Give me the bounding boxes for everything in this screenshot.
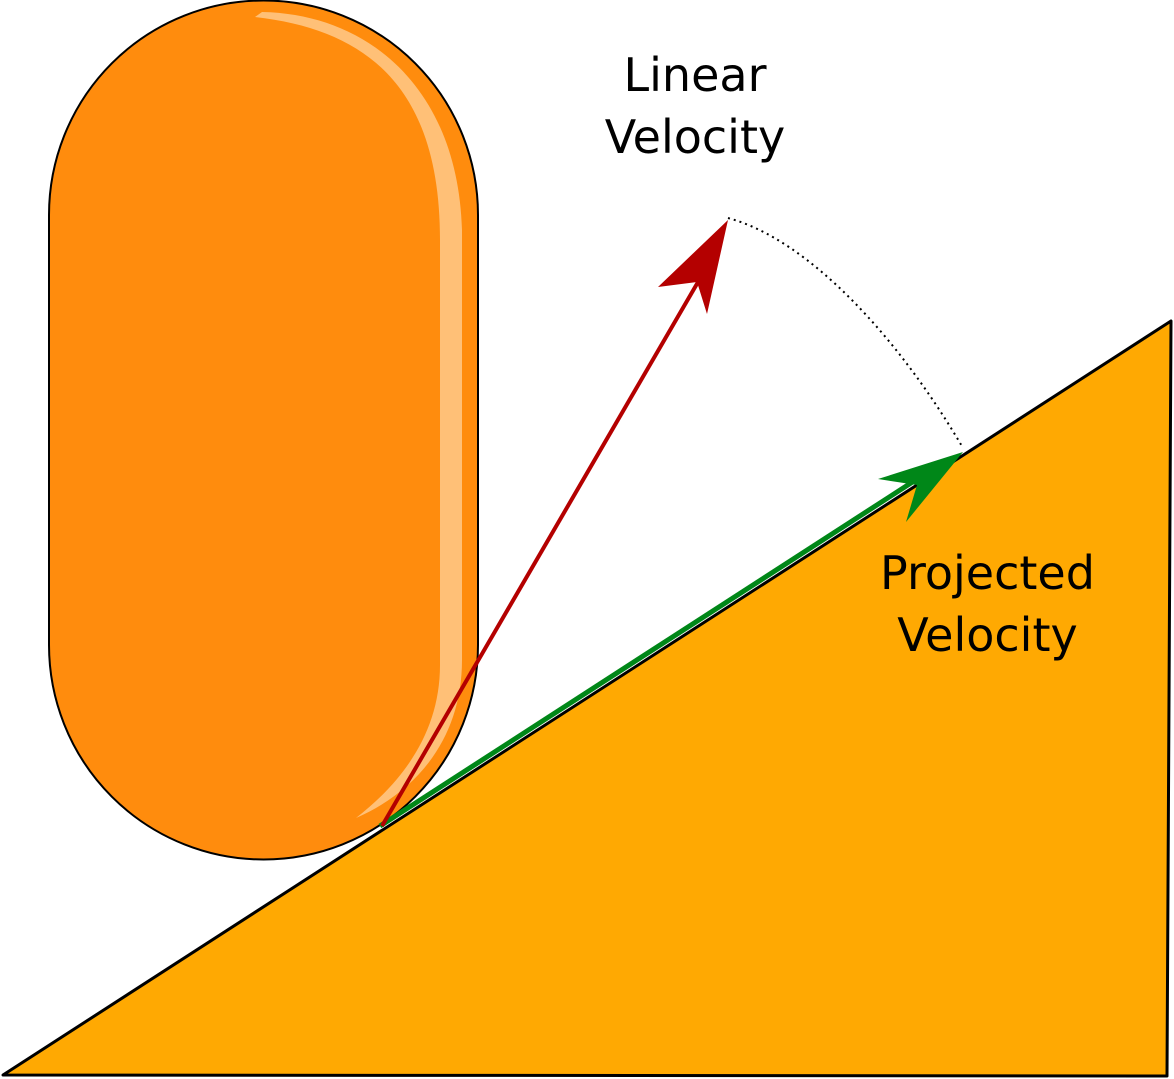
linear-velocity-label-line-1: Linear [623,48,767,102]
capsule-body [48,0,479,861]
projection-arc [727,217,964,449]
linear-velocity-label-line-2: Velocity [604,110,786,164]
projected-velocity-label-line-2: Velocity [897,608,1078,662]
linear-velocity-arrow-shaft [380,268,707,828]
projected-velocity-arrow-shaft [378,469,930,829]
capsule-highlight [255,12,462,818]
projected-velocity-arrowhead [878,452,963,522]
linear-velocity-label: Linear Velocity [565,44,825,168]
linear-velocity-arrowhead [658,220,728,314]
ramp [1,319,1173,1078]
projected-velocity-label-line-1: Projected [880,546,1095,600]
projected-velocity-label: Projected Velocity [845,542,1130,666]
